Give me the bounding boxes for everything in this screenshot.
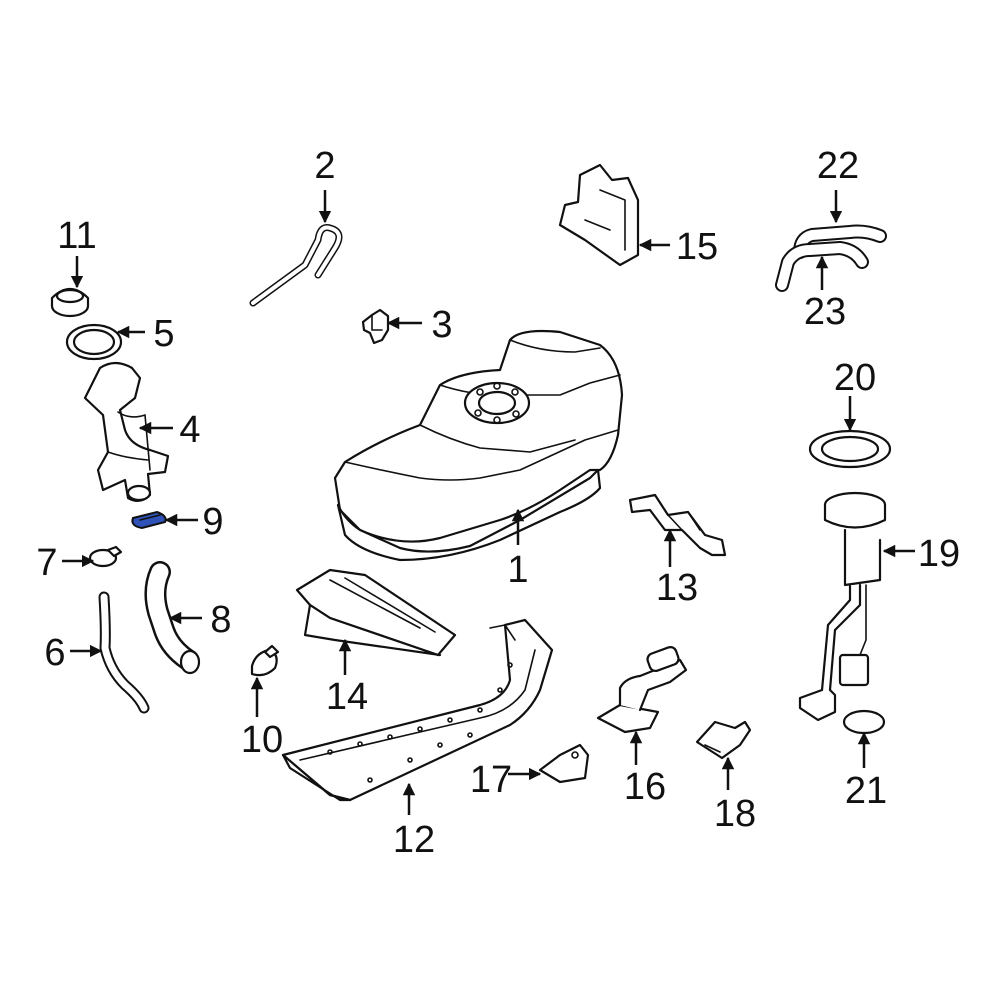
callout-15: 15 [676,226,718,268]
callout-6: 6 [44,632,65,674]
part-7-clamp [88,545,123,568]
part-9-clamp-highlighted [131,510,167,530]
leader-arrows [62,190,915,815]
callout-labels: 1 2 3 4 5 6 7 8 9 10 11 12 13 14 15 16 1… [36,145,960,861]
callout-19: 19 [918,533,960,575]
callout-9: 9 [202,501,223,543]
callout-12: 12 [393,819,435,861]
callout-22: 22 [817,145,859,187]
skid-plate-bolt-holes [327,662,513,783]
part-13-bracket [628,493,727,557]
callout-17: 17 [470,759,512,801]
part-21-seal [842,709,886,735]
part-2-vent-tube [249,224,343,307]
part-8-filler-hose [144,561,201,675]
callout-11: 11 [57,215,96,257]
callout-4: 4 [179,409,200,451]
part-1-fuel-tank [333,329,624,562]
callout-18: 18 [714,793,756,835]
callout-21: 21 [845,770,887,812]
callout-16: 16 [624,766,666,808]
callout-10: 10 [241,719,283,761]
callout-23: 23 [804,291,846,333]
part-10-clip [250,644,280,677]
part-20-gasket [808,429,892,469]
part-5-gasket [65,323,123,361]
callout-14: 14 [326,676,368,718]
part-4-filler-neck [83,361,170,502]
callout-1: 1 [507,549,528,591]
callout-20: 20 [834,357,876,399]
callout-13: 13 [656,567,698,609]
callout-5: 5 [153,313,174,355]
callout-7: 7 [36,542,57,584]
part-3-clip [361,308,390,345]
part-18-sensor [695,720,752,760]
part-15-shield [558,163,640,267]
part-23-hose [775,241,869,292]
part-6-hose [98,591,150,714]
callout-2: 2 [314,145,335,187]
part-11-fuel-cap [50,287,90,318]
part-17-bracket [538,743,590,784]
callout-3: 3 [431,304,452,346]
part-12-skid-plate [281,618,554,802]
callout-8: 8 [210,599,231,641]
part-14-heat-shield [295,568,457,657]
part-19-pump-module [798,491,887,722]
part-16-fuel-pump [596,646,688,734]
